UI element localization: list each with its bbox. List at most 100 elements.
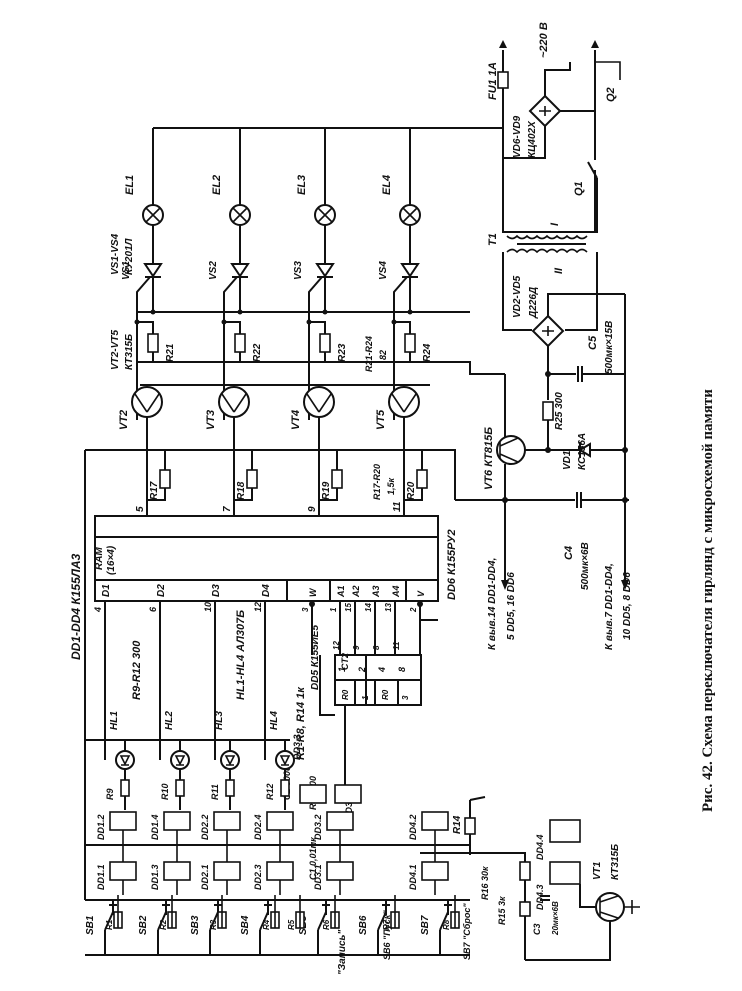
resistor-note: R21-R24 — [364, 336, 374, 372]
thyristor-gate — [393, 276, 418, 420]
ram-control-label: A1 — [336, 585, 346, 598]
resistor-r22 — [234, 333, 246, 353]
svg-text:Д226Д: Д226Д — [528, 287, 539, 319]
thyristor-vs4 — [400, 263, 420, 278]
gate-top — [109, 811, 137, 831]
pin-number: 8 — [372, 645, 381, 650]
resistor-label: R24 — [422, 343, 433, 362]
button-sb6 — [377, 900, 390, 931]
svg-text:Q2: Q2 — [605, 87, 617, 102]
transistor-vt3 — [218, 386, 250, 418]
svg-text:10 DD5, 8 DD6: 10 DD5, 8 DD6 — [622, 572, 633, 640]
pin-number: 2 — [409, 607, 418, 613]
gate-label: DD2.2 — [200, 814, 210, 840]
led-hl2 — [170, 750, 190, 770]
lamp-label: EL4 — [381, 175, 393, 195]
svg-text:T1: T1 — [487, 233, 499, 246]
pin-number: 12 — [332, 641, 341, 650]
output-stage: EL1VS1R21VT2R175C1EL2VS2R22VT3R187C2EL3V… — [110, 128, 505, 532]
regulator: VT6 КТ815Б R25 300 VD1 КС156А C4 500мк×6… — [455, 371, 633, 650]
svg-text:DD5 К155ИЕ5: DD5 К155ИЕ5 — [310, 625, 321, 690]
counter-reset-label: R0 — [381, 689, 390, 700]
resistor-label: R17 — [149, 481, 160, 500]
transistor-type: КТ315Б — [124, 334, 135, 370]
gate-label: DD2.4 — [253, 814, 263, 840]
resistor-label: R7 — [382, 919, 391, 930]
resistor-label: R4 — [262, 919, 271, 930]
resistor-note: R17-R20 — [372, 464, 382, 500]
led-label: HL1 — [109, 711, 120, 730]
svg-text:DD3.4: DD3.4 — [344, 794, 354, 820]
led-symbol — [224, 755, 236, 766]
gate-top — [421, 811, 449, 831]
resistor-label: R20 — [406, 481, 417, 500]
junction — [391, 319, 397, 325]
gate-bottom — [163, 861, 191, 881]
pin-number: 15 — [344, 603, 353, 612]
resistor-label: R19 — [321, 481, 332, 500]
counter-output-label: 8 — [397, 667, 407, 672]
transistor-legs — [391, 393, 417, 413]
pin-number: 10 — [203, 602, 213, 612]
button-label: SB3 — [190, 915, 201, 935]
resistor-label: R12 — [265, 783, 275, 800]
ram-control-label: A4 — [391, 585, 401, 598]
svg-text:DD3.3: DD3.3 — [292, 734, 302, 760]
transistor-type: VT2-VT5 — [110, 330, 121, 370]
ram-control-label: A3 — [371, 585, 381, 598]
resistor-label: R1 — [105, 919, 114, 930]
resistor-label: R23 — [337, 343, 348, 362]
resistor-note: 82 — [378, 350, 388, 360]
resistor-r9 — [120, 779, 130, 797]
svg-text:К выв.7 DD1-DD4,: К выв.7 DD1-DD4, — [604, 563, 615, 650]
resistor-r14 — [464, 817, 476, 835]
resistor-r18 — [246, 469, 258, 489]
transistor-legs — [134, 393, 160, 413]
resistor-label: R2 — [159, 919, 168, 930]
svg-text:R9-R12 300: R9-R12 300 — [131, 640, 143, 700]
svg-text:Q1: Q1 — [573, 181, 585, 196]
junction — [221, 319, 227, 325]
transistor-label: VT2 — [118, 410, 130, 430]
transistor-legs — [306, 393, 332, 413]
svg-text:КЦ402Х: КЦ402Х — [527, 120, 538, 158]
svg-text:I: I — [549, 222, 561, 226]
gate-dd3-3 — [299, 784, 327, 804]
gate-label: DD2.3 — [253, 864, 263, 890]
gate-label: DD1.2 — [96, 814, 106, 840]
resistor-label: R11 — [210, 784, 220, 800]
button-label: SB2 — [138, 915, 149, 935]
svg-text:FU1 1А: FU1 1А — [487, 62, 499, 100]
resistor-label: R5 — [287, 919, 296, 930]
resistor-r10 — [175, 779, 185, 797]
svg-text:20мк×6В: 20мк×6В — [551, 901, 560, 936]
gate-bottom — [266, 861, 294, 881]
resistor-r19 — [331, 469, 343, 489]
pin-number: 13 — [384, 603, 393, 612]
resistor-label: R21 — [165, 343, 176, 362]
thyristor-type: VS1-VS4 — [110, 233, 121, 275]
pin-number: 1 — [361, 695, 370, 700]
ram-control-label: V — [416, 590, 426, 597]
counter-reset-label: R0 — [341, 689, 350, 700]
pin-number: 4 — [93, 607, 103, 613]
transistor-vt5 — [388, 386, 420, 418]
led-symbol — [119, 755, 131, 766]
svg-text:SB7 "Сброс": SB7 "Сброс" — [462, 903, 472, 960]
resistor-r23 — [319, 333, 331, 353]
thyristor-vs1 — [143, 263, 163, 278]
thyristor-label: VS3 — [293, 261, 304, 280]
svg-text:RAM: RAM — [94, 547, 105, 570]
gate-label: DD4.1 — [408, 864, 418, 890]
resistor-r24 — [404, 333, 416, 353]
svg-text:R1-R8, R14 1к: R1-R8, R14 1к — [295, 686, 307, 760]
svg-text:VD2-VD5: VD2-VD5 — [512, 275, 523, 318]
pin-number: 6 — [148, 606, 158, 612]
ram-control-label: W — [308, 587, 318, 597]
lamp-label: EL2 — [211, 175, 223, 195]
button-sb2 — [157, 900, 170, 931]
resistor-r21 — [147, 333, 159, 353]
lamp-cross — [145, 207, 161, 223]
